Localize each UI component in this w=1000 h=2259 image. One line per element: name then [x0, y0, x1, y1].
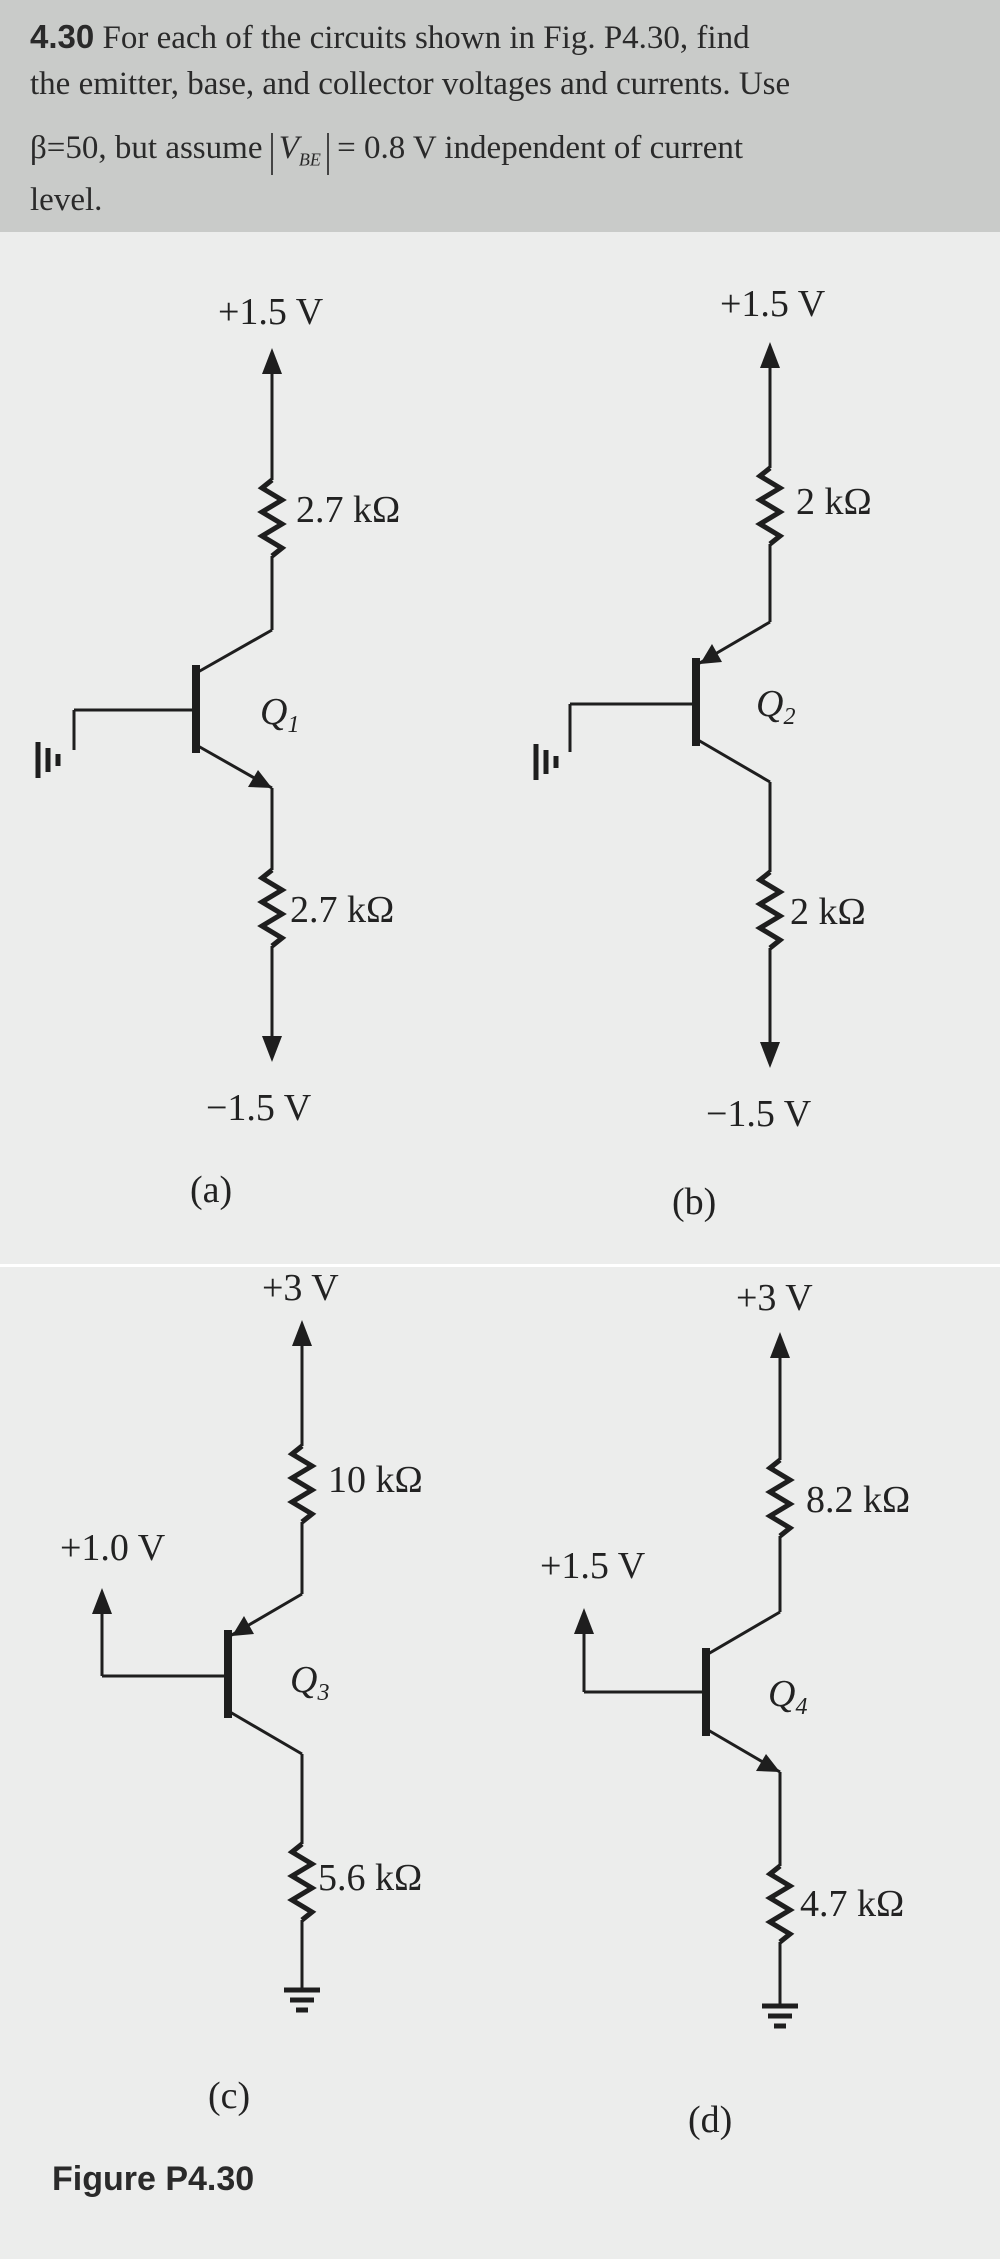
circuit-b-bottom-supply-arrow-icon: [760, 1042, 780, 1068]
circuit-a-bottom-resistor-label: 2.7 kΩ: [290, 889, 394, 931]
circuit-c-top-resistor-icon: [287, 1444, 317, 1524]
circuit-a-top-resistor-icon: [257, 478, 287, 558]
circuit-d-top-supply-arrow-icon: [770, 1332, 790, 1358]
figure-divider: [0, 1264, 1000, 1267]
circuit-d-bottom-resistor-label: 4.7 kΩ: [800, 1883, 904, 1925]
problem-line-1: 4.30 For each of the circuits shown in F…: [30, 18, 980, 57]
circuit-b: +1.5 V Q2 2 kΩ 2 kΩ −1.5 V (b): [536, 283, 872, 1223]
circuit-c-top-supply-arrow-icon: [292, 1320, 312, 1346]
circuit-c-label: (c): [208, 2075, 250, 2117]
circuit-b-bottom-resistor-label: 2 kΩ: [790, 891, 866, 933]
circuit-d-ground-icon: [762, 2006, 798, 2026]
circuit-c-base-supply: +1.0 V: [60, 1527, 166, 1569]
circuit-c-bottom-resistor-icon: [287, 1842, 317, 1922]
circuit-a-top-resistor-label: 2.7 kΩ: [296, 489, 400, 531]
circuit-c-transistor-label: Q3: [290, 1659, 329, 1706]
circuit-b-transistor-label: Q2: [756, 683, 795, 730]
circuit-a-transistor-label: Q1: [260, 691, 299, 738]
circuit-d: +3 V +1.5 V Q4 8.2 kΩ 4.7 kΩ (d): [540, 1277, 910, 2141]
circuit-b-emitter-arrow-icon: [700, 644, 722, 664]
circuit-a-label: (a): [190, 1169, 232, 1211]
circuit-a-top-supply-arrow-icon: [262, 348, 282, 374]
circuit-c-top-resistor-label: 10 kΩ: [328, 1459, 423, 1501]
circuit-d-emitter-arrow-icon: [756, 1754, 780, 1772]
circuit-a-emitter-arrow-icon: [248, 770, 272, 788]
circuit-a-top-supply: +1.5 V: [218, 291, 324, 333]
circuit-c-top-supply: +3 V: [262, 1267, 339, 1309]
circuit-b-bottom-supply: −1.5 V: [706, 1093, 812, 1135]
circuit-c-bottom-resistor-label: 5.6 kΩ: [318, 1857, 422, 1899]
problem-line-2: the emitter, base, and collector voltage…: [30, 66, 791, 102]
circuit-d-transistor-label: Q4: [768, 1673, 807, 1720]
problem-text-3: = 0.8 V independent of current: [337, 130, 744, 166]
circuit-a: +1.5 V Q1 2.7 kΩ 2.7 kΩ −1.5 V (a): [38, 291, 400, 1211]
circuit-d-top-resistor-label: 8.2 kΩ: [806, 1479, 910, 1521]
problem-line-3: β=50, but assume VBE = 0.8 V independent…: [30, 130, 980, 175]
circuit-b-top-resistor-icon: [755, 466, 785, 546]
circuit-b-top-supply: +1.5 V: [720, 283, 826, 325]
circuit-a-base-ground-icon: [38, 742, 58, 778]
circuit-c-ground-icon: [284, 1990, 320, 2010]
vbe-subscript: BE: [298, 149, 321, 170]
circuit-b-top-supply-arrow-icon: [760, 342, 780, 368]
problem-statement: 4.30 For each of the circuits shown in F…: [0, 0, 1000, 232]
circuit-d-top-supply: +3 V: [736, 1277, 813, 1319]
vbe-magnitude: VBE: [270, 130, 329, 175]
beta-text: β=50, but assume: [30, 130, 263, 166]
vbe-symbol: V: [278, 130, 299, 166]
figure-area: [0, 232, 1000, 2259]
problem-number: 4.30: [30, 18, 95, 55]
circuit-c-emitter-arrow-icon: [232, 1616, 254, 1636]
circuit-a-bottom-supply-arrow-icon: [262, 1036, 282, 1062]
circuit-b-top-resistor-label: 2 kΩ: [796, 481, 872, 523]
problem-text-1: For each of the circuits shown in Fig. P…: [102, 20, 750, 56]
circuit-c: +3 V +1.0 V Q3 10 kΩ 5.6 kΩ (c): [60, 1267, 423, 2117]
figure-caption: Figure P4.30: [52, 2160, 254, 2198]
problem-line-4: level.: [30, 182, 103, 218]
circuit-b-label: (b): [672, 1181, 716, 1223]
circuit-a-bottom-supply: −1.5 V: [206, 1087, 312, 1129]
circuit-d-label: (d): [688, 2099, 732, 2141]
circuit-b-base-ground-icon: [536, 744, 556, 780]
circuit-b-bottom-resistor-icon: [755, 870, 785, 950]
circuit-a-bottom-resistor-icon: [257, 868, 287, 948]
circuit-d-bottom-resistor-icon: [765, 1864, 795, 1944]
circuit-d-top-resistor-icon: [765, 1458, 795, 1538]
circuit-d-base-supply-arrow-icon: [574, 1608, 594, 1634]
circuit-d-base-supply: +1.5 V: [540, 1545, 646, 1587]
circuit-c-base-supply-arrow-icon: [92, 1588, 112, 1614]
